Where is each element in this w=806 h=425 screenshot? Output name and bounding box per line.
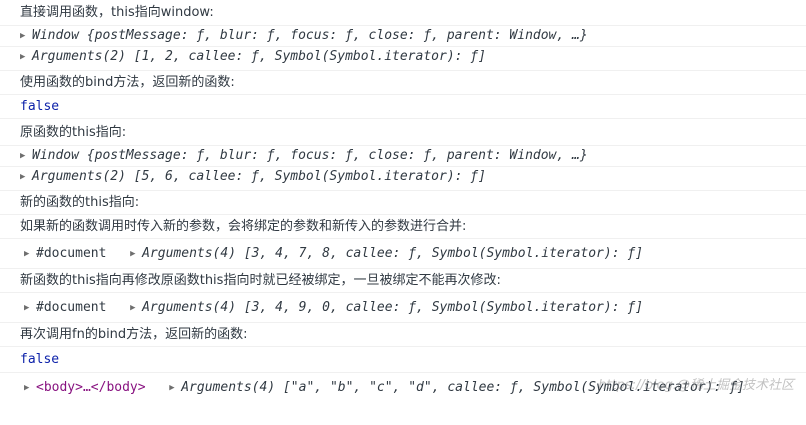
console-object-row[interactable]: ▶ Arguments(2) [1, 2, callee: ƒ, Symbol(S… <box>0 47 806 71</box>
triangle-right-icon[interactable]: ▶ <box>20 31 26 41</box>
console-message: false <box>0 347 806 373</box>
document-node[interactable]: #document <box>36 246 107 261</box>
log-text: 再次调用fn的bind方法，返回新的函数: <box>20 327 248 342</box>
window-object-preview[interactable]: Window {postMessage: ƒ, blur: ƒ, focus: … <box>32 148 588 163</box>
console-message: 再次调用fn的bind方法，返回新的函数: <box>0 323 806 347</box>
console-object-row[interactable]: ▶ #document ▶ Arguments(4) [3, 4, 7, 8, ca… <box>0 239 806 269</box>
console-object-row[interactable]: ▶ #document ▶ Arguments(4) [3, 4, 9, 0, ca… <box>0 293 806 323</box>
window-object-preview[interactable]: Window {postMessage: ƒ, blur: ƒ, focus: … <box>32 28 588 43</box>
triangle-right-icon[interactable]: ▶ <box>130 303 136 313</box>
console-object-row[interactable]: ▶ <body>…</body> ▶ Arguments(4) ["a", "b",… <box>0 373 806 403</box>
console-message: 如果新的函数调用时传入新的参数，会将绑定的参数和新传入的参数进行合并: <box>0 215 806 239</box>
arguments-preview[interactable]: Arguments(4) [3, 4, 9, 0, callee: ƒ, Sym… <box>142 300 644 315</box>
document-node[interactable]: #document <box>36 300 107 315</box>
boolean-value: false <box>20 352 60 367</box>
console-message: 原函数的this指向: <box>0 119 806 146</box>
console-message: 使用函数的bind方法，返回新的函数: <box>0 71 806 95</box>
console-object-row[interactable]: ▶ Arguments(2) [5, 6, callee: ƒ, Symbol(S… <box>0 167 806 191</box>
log-text: 新函数的this指向再修改原函数this指向时就已经被绑定，一旦被绑定不能再次修… <box>20 273 501 288</box>
console-message: 新的函数的this指向: <box>0 191 806 215</box>
log-text: 使用函数的bind方法，返回新的函数: <box>20 75 235 90</box>
arguments-preview[interactable]: Arguments(2) [1, 2, callee: ƒ, Symbol(Sy… <box>32 49 486 64</box>
log-text: 直接调用函数，this指向window: <box>20 5 214 20</box>
triangle-right-icon[interactable]: ▶ <box>169 383 175 393</box>
triangle-right-icon[interactable]: ▶ <box>20 151 26 161</box>
triangle-right-icon[interactable]: ▶ <box>24 249 30 259</box>
triangle-right-icon[interactable]: ▶ <box>130 249 136 259</box>
devtools-console: 直接调用函数，this指向window: ▶ Window {postMessag… <box>0 0 806 403</box>
triangle-right-icon[interactable]: ▶ <box>20 52 26 62</box>
log-text: 如果新的函数调用时传入新的参数，会将绑定的参数和新传入的参数进行合并: <box>20 219 467 234</box>
triangle-right-icon[interactable]: ▶ <box>24 383 30 393</box>
console-object-row[interactable]: ▶ Window {postMessage: ƒ, blur: ƒ, focus:… <box>0 146 806 167</box>
arguments-preview[interactable]: Arguments(4) [3, 4, 7, 8, callee: ƒ, Sym… <box>142 246 644 261</box>
triangle-right-icon[interactable]: ▶ <box>20 172 26 182</box>
console-message: false <box>0 95 806 119</box>
console-message: 新函数的this指向再修改原函数this指向时就已经被绑定，一旦被绑定不能再次修… <box>0 269 806 293</box>
log-text: 新的函数的this指向: <box>20 195 140 210</box>
watermark: https://blog.@稀土掘金技术社区 <box>598 378 794 393</box>
triangle-right-icon[interactable]: ▶ <box>24 303 30 313</box>
boolean-value: false <box>20 99 60 114</box>
log-text: 原函数的this指向: <box>20 125 127 140</box>
arguments-preview[interactable]: Arguments(4) ["a", "b", "c", "d", callee… <box>181 380 745 395</box>
arguments-preview[interactable]: Arguments(2) [5, 6, callee: ƒ, Symbol(Sy… <box>32 169 486 184</box>
body-element-node[interactable]: <body>…</body> <box>36 380 146 395</box>
console-object-row[interactable]: ▶ Window {postMessage: ƒ, blur: ƒ, focus:… <box>0 26 806 47</box>
console-message: 直接调用函数，this指向window: <box>0 0 806 26</box>
